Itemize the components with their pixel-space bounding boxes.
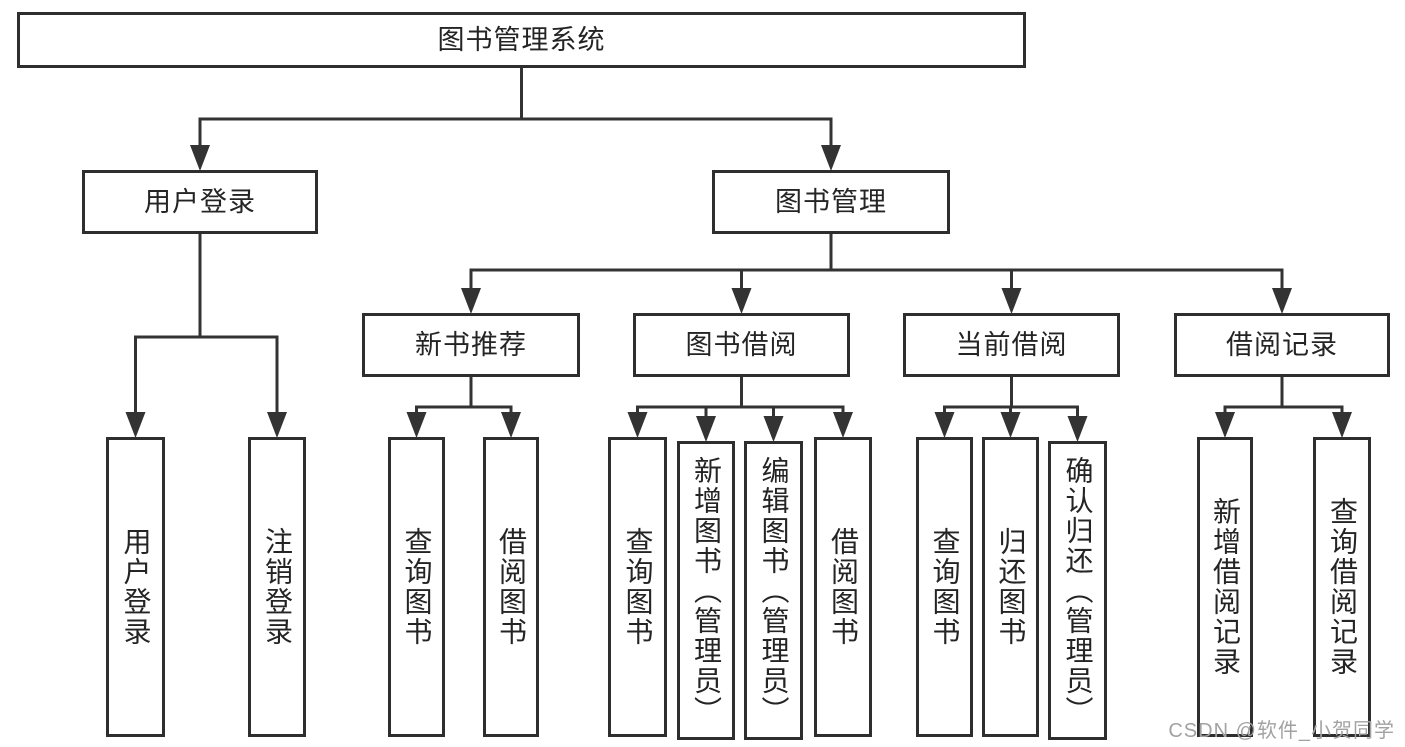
node-current-borrow: 当前借阅 [903,313,1120,377]
node-leaf-cb-query: 查询图书 [916,437,973,737]
node-book-mgmt: 图书管理 [712,170,950,234]
node-label-borrow-records: 借阅记录 [1226,329,1338,360]
arrowhead-leaf-bb-add [696,416,716,442]
node-leaf-user-login: 用户登录 [106,437,165,737]
node-label-current-borrow: 当前借阅 [955,329,1068,360]
arrowhead-leaf-bb-query [627,412,648,438]
node-label-new-books: 新书推荐 [415,329,527,360]
node-label-leaf-cb-return: 归还图书 [995,527,1027,647]
node-leaf-br-query: 查询借阅记录 [1313,437,1371,737]
arrowhead-leaf-logout [267,412,287,438]
arrowhead-leaf-bb-edit [763,416,784,442]
arrowhead-user-login [190,145,210,171]
arrowhead-borrow-records [1272,288,1292,314]
arrowhead-leaf-bb-borrow [833,412,853,438]
node-leaf-bb-edit: 编辑图书（管理员） [744,441,803,740]
arrowhead-book-mgmt [821,145,841,171]
node-leaf-bb-borrow: 借阅图书 [814,437,872,737]
arrowhead-new-books [461,288,481,314]
node-leaf-cb-return: 归还图书 [982,437,1039,737]
node-label-leaf-br-query: 查询借阅记录 [1327,497,1358,677]
arrowhead-leaf-cb-query [934,412,955,438]
node-user-login: 用户登录 [82,170,318,234]
arrowhead-leaf-cb-confirm [1067,416,1088,442]
node-label-book-borrow: 图书借阅 [685,329,798,360]
node-leaf-cb-confirm: 确认归还（管理员） [1048,441,1107,740]
node-label-leaf-nb-query: 查询图书 [401,527,433,647]
node-label-leaf-bb-query: 查询图书 [622,527,654,647]
node-label-user-login: 用户登录 [144,186,256,217]
node-label-leaf-bb-edit: 编辑图书（管理员） [758,455,790,726]
node-leaf-br-add: 新增借阅记录 [1197,437,1253,737]
arrowhead-book-borrow [731,288,752,314]
arrowhead-current-borrow [1001,288,1022,314]
node-new-books: 新书推荐 [362,313,580,377]
arrowhead-leaf-nb-query [406,412,427,438]
node-label-leaf-cb-confirm: 确认归还（管理员） [1062,455,1094,726]
node-label-leaf-bb-borrow: 借阅图书 [828,527,859,647]
node-borrow-records: 借阅记录 [1174,313,1390,377]
node-label-book-mgmt: 图书管理 [775,186,887,217]
arrowhead-leaf-br-query [1332,412,1352,438]
node-label-leaf-logout: 注销登录 [262,527,293,647]
arrowhead-leaf-cb-return [1000,412,1021,438]
node-leaf-bb-query: 查询图书 [608,437,667,737]
arrowhead-leaf-user-login [125,412,146,438]
watermark-text: CSDN @软件_小贺同学 [1168,720,1395,742]
node-label-leaf-user-login: 用户登录 [120,527,152,647]
node-leaf-bb-add: 新增图书（管理员） [677,441,735,740]
arrowhead-leaf-br-add [1215,412,1235,438]
node-leaf-nb-query: 查询图书 [388,437,445,737]
node-label-leaf-nb-borrow: 借阅图书 [496,527,527,647]
node-book-borrow: 图书借阅 [633,313,850,377]
node-leaf-nb-borrow: 借阅图书 [483,437,539,737]
arrowhead-leaf-nb-borrow [501,412,521,438]
node-label-leaf-bb-add: 新增图书（管理员） [691,455,722,726]
node-label-root: 图书管理系统 [437,24,606,55]
node-label-leaf-br-add: 新增借阅记录 [1210,497,1241,677]
node-label-leaf-cb-query: 查询图书 [929,527,961,647]
node-root: 图书管理系统 [17,12,1026,68]
node-leaf-logout: 注销登录 [248,437,306,737]
